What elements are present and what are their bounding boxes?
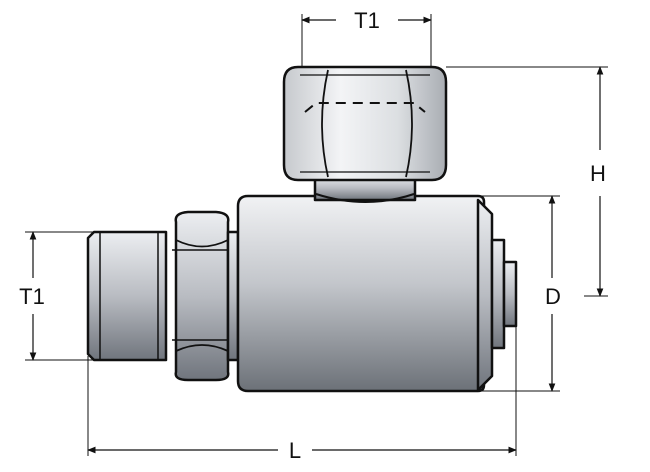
main-body xyxy=(236,194,486,393)
right-ring xyxy=(490,238,506,350)
top-t1-label: T1 xyxy=(354,8,380,33)
nut-shoulder xyxy=(226,230,240,362)
top-nut-flat-left xyxy=(321,69,329,178)
diameter-label: D xyxy=(545,284,561,309)
left-nut-flat-bottom xyxy=(175,344,229,352)
top-nut-flat-right xyxy=(405,69,413,178)
left-t1-label: T1 xyxy=(19,284,45,309)
top-hex-nut xyxy=(282,65,448,182)
internal-thread-line xyxy=(304,102,426,113)
dimensions xyxy=(25,14,608,456)
left-hex-nut xyxy=(174,210,230,382)
neck-arc xyxy=(315,193,415,203)
length-label: L xyxy=(289,438,301,463)
right-collar xyxy=(476,198,494,392)
height-label: H xyxy=(590,161,606,186)
right-stub xyxy=(502,260,518,328)
fitting xyxy=(86,65,518,393)
left-nut-flat-top xyxy=(175,239,229,248)
